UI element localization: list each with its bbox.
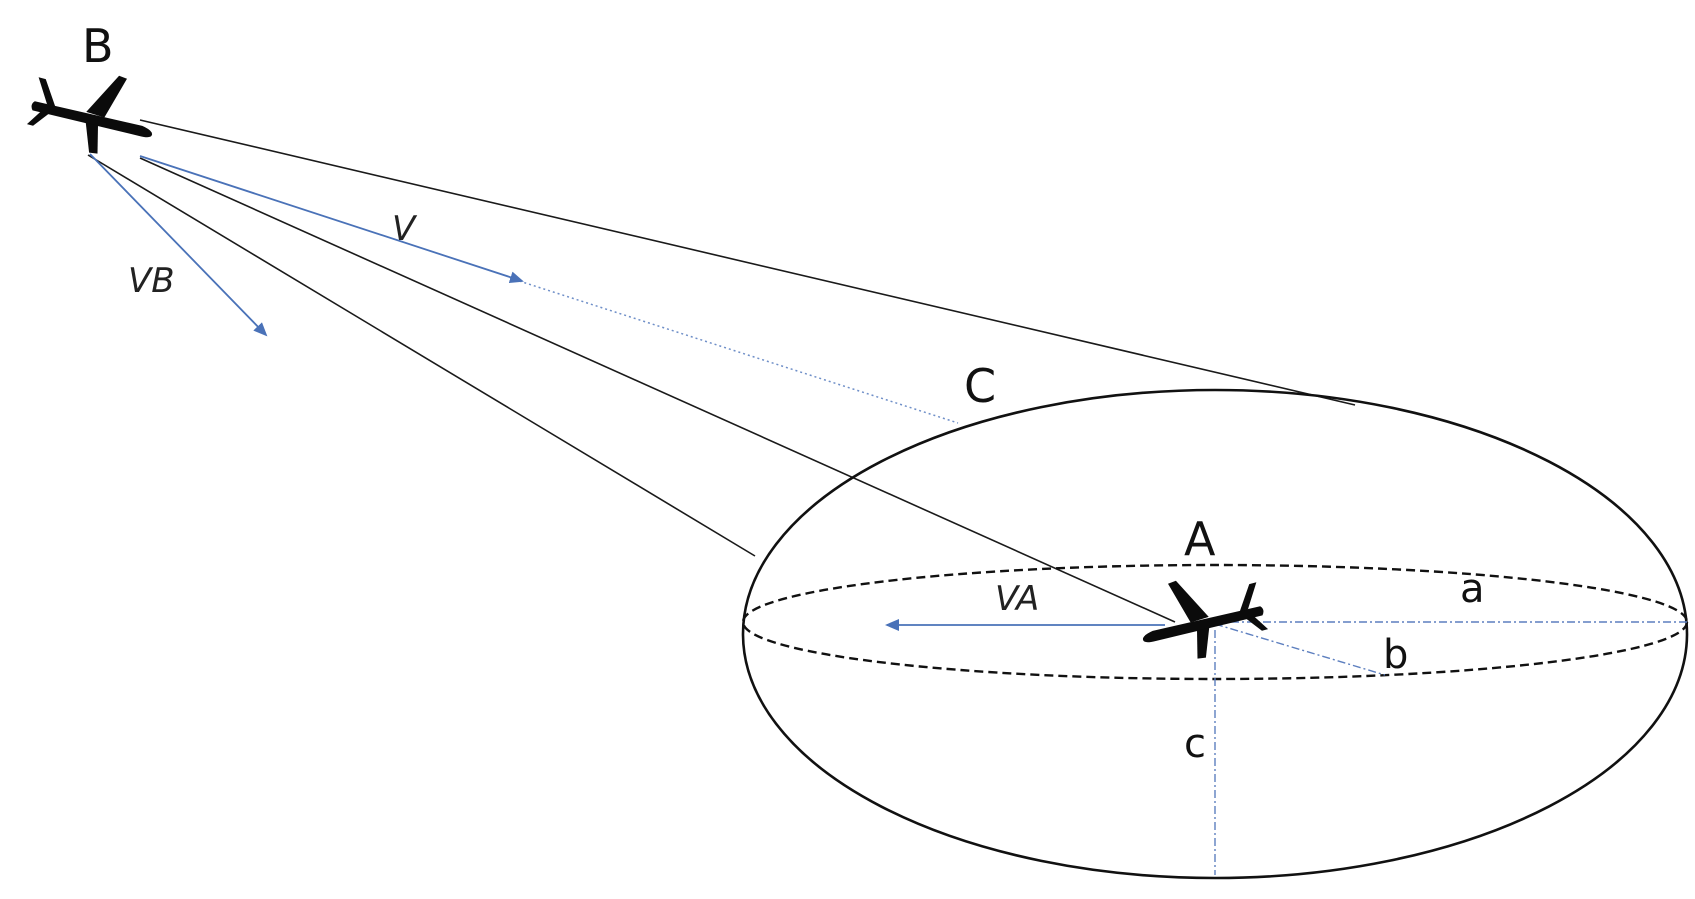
label-c: c: [1184, 721, 1206, 767]
label-VB: VB: [128, 261, 175, 301]
cone-upper-tangent-line: [139, 119, 1356, 406]
velocity-vector-VB: [89, 153, 268, 337]
aircraft-B-airplane-icon: [26, 75, 153, 154]
line-of-sight-B-to-A: [139, 157, 1176, 623]
semi-axis-b: [1214, 623, 1386, 676]
protection-ellipsoid-outline: [741, 388, 1689, 880]
label-A: A: [1184, 512, 1216, 566]
label-a: a: [1460, 566, 1485, 612]
cone-lower-tangent-line: [87, 154, 756, 557]
relative-velocity-vector-V: [139, 155, 524, 283]
label-b: b: [1383, 632, 1408, 678]
label-VA: VA: [995, 579, 1039, 619]
label-B: B: [82, 19, 114, 73]
aircraft-A-airplane-icon: [1142, 580, 1269, 659]
label-C: C: [964, 359, 996, 413]
relative-velocity-extension: [509, 277, 959, 424]
label-V: V: [392, 209, 418, 249]
